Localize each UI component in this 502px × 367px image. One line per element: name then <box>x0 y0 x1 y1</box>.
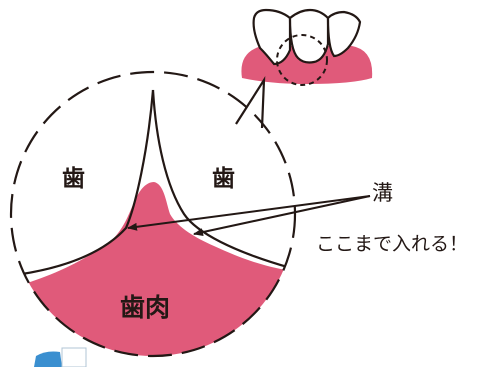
label-tooth-left: 歯 <box>62 166 85 192</box>
label-instruction: ここまで入れる！ <box>316 233 468 255</box>
label-tooth-right: 歯 <box>212 166 235 192</box>
magnified-view <box>11 89 295 356</box>
inset-tooth-left <box>252 8 292 66</box>
inset-tooth-middle <box>288 8 330 64</box>
arrow-to-left-groove <box>127 195 371 231</box>
teeth-inset <box>241 8 373 86</box>
tooth-left-outline <box>21 89 155 276</box>
toothbrush-icon <box>34 347 87 367</box>
magnified-circle-border <box>9 70 297 358</box>
gum-shape <box>11 182 295 356</box>
inset-tooth-right <box>326 10 362 58</box>
callout-pointer-outline <box>235 75 266 129</box>
tooth-right-outline <box>151 89 295 272</box>
label-groove: 溝 <box>372 181 393 205</box>
label-gum: 歯肉 <box>120 293 170 322</box>
inset-focus-circle <box>276 34 328 86</box>
arrow-to-right-groove <box>193 195 371 237</box>
